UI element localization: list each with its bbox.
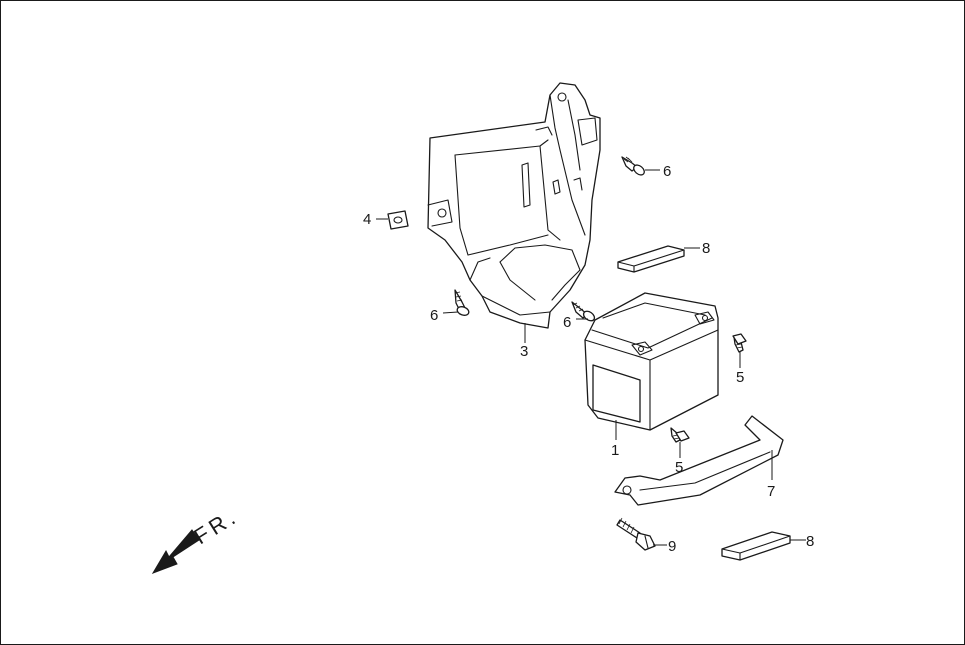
leader-lines [376, 169, 806, 546]
callout-bolt-upper: 5 [736, 369, 744, 386]
callout-band: 7 [767, 483, 775, 500]
tapping-screw-left [454, 289, 470, 316]
callout-flange-bolt: 9 [668, 538, 676, 555]
battery-pad-lower [721, 531, 791, 561]
callout-screw-upper: 6 [663, 163, 671, 180]
tapping-screw-mid [571, 301, 596, 322]
battery-pad-upper [617, 245, 685, 273]
battery-tray [427, 82, 601, 329]
battery-band [614, 415, 784, 506]
terminal-bolt-upper [732, 333, 747, 353]
callout-tray: 3 [520, 343, 528, 360]
tray-nut [387, 210, 409, 230]
tapping-screw-upper [621, 156, 645, 176]
callout-screw-mid: 6 [563, 314, 571, 331]
callout-nut: 4 [363, 211, 371, 228]
callout-bolt-lower: 5 [675, 459, 683, 476]
callout-pad-upper: 8 [702, 240, 710, 257]
callout-battery: 1 [611, 442, 619, 459]
battery [584, 292, 719, 431]
callout-screw-left: 6 [430, 307, 438, 324]
callout-pad-lower: 8 [806, 533, 814, 550]
flange-bolt [616, 517, 656, 551]
terminal-bolt-lower [670, 427, 690, 443]
